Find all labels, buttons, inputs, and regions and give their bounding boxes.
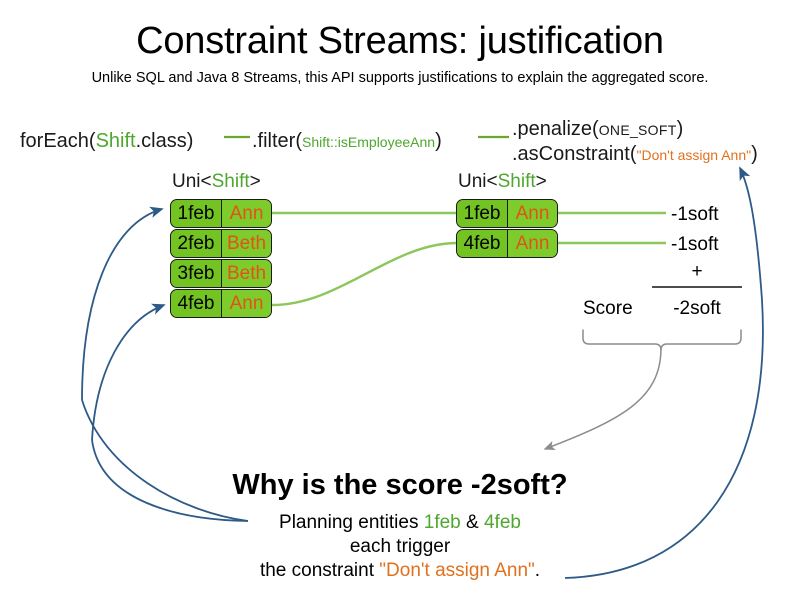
- for-each-type: Shift: [95, 130, 136, 152]
- fact-row[interactable]: 2feb Beth: [170, 229, 272, 258]
- code-filter: .filter(Shift::isEmployeeAnn): [252, 129, 442, 155]
- explanation-amp: &: [460, 512, 484, 533]
- left-uni-prefix: Uni<: [172, 171, 212, 192]
- right-uni-prefix: Uni<: [458, 171, 498, 192]
- penalize-call: .penalize(: [512, 118, 599, 140]
- score-label: Score: [583, 298, 633, 319]
- score-brace-icon: [582, 329, 742, 351]
- fact-employee: Ann: [508, 230, 557, 257]
- explanation-constraint-prefix: the constraint: [259, 560, 380, 581]
- left-stream-rows: 1feb Ann 2feb Beth 3feb Beth 4feb Ann: [170, 199, 272, 319]
- fact-date: 1feb: [171, 200, 222, 227]
- left-stream-type-label: Uni<Shift>: [172, 170, 261, 193]
- stream-connector-4feb: [271, 241, 457, 307]
- fact-row[interactable]: 3feb Beth: [170, 259, 272, 288]
- fact-row[interactable]: 1feb Ann: [170, 199, 272, 228]
- as-constraint-tail: ): [751, 143, 758, 165]
- fact-date: 2feb: [171, 230, 222, 257]
- score-divider: [652, 286, 742, 288]
- code-as-constraint: .asConstraint("Don't assign Ann"): [512, 142, 758, 168]
- as-constraint-arg: "Don't assign Ann": [636, 147, 752, 163]
- fact-row[interactable]: 4feb Ann: [456, 229, 558, 258]
- fact-date: 1feb: [457, 200, 508, 227]
- code-for-each: forEach(Shift.class): [20, 129, 193, 154]
- explanation-entity-a: 1feb: [423, 512, 461, 533]
- as-constraint-call: .asConstraint(: [512, 143, 637, 165]
- explanation-line-1: Planning entities 1feb & 4feb: [0, 511, 800, 535]
- score-operator: +: [691, 261, 703, 282]
- explanation-prefix: Planning entities: [279, 512, 424, 533]
- page-subtitle: Unlike SQL and Java 8 Streams, this API …: [91, 70, 709, 86]
- score-total: -2soft: [673, 298, 721, 319]
- justification-arrow-1feb-icon: [81, 206, 164, 401]
- penalize-tail: ): [676, 118, 684, 140]
- explanation-constraint-suffix: .: [534, 560, 541, 581]
- fact-date: 3feb: [171, 260, 222, 287]
- fact-row[interactable]: 1feb Ann: [456, 199, 558, 228]
- for-each-tail: .class): [135, 130, 194, 152]
- penalty-label: -1soft: [671, 204, 719, 225]
- explanation-constraint-name: "Don't assign Ann": [379, 560, 535, 581]
- filter-call: .filter(: [252, 130, 302, 152]
- fact-employee: Ann: [222, 290, 271, 317]
- explanation-line-3: the constraint "Don't assign Ann".: [0, 559, 800, 583]
- right-stream-rows: 1feb Ann 4feb Ann: [456, 199, 558, 259]
- right-uni-type: Shift: [497, 171, 536, 192]
- for-each-call: forEach(: [20, 130, 96, 152]
- explanation-entity-b: 4feb: [483, 512, 521, 533]
- left-uni-suffix: >: [249, 171, 261, 192]
- fact-employee: Beth: [222, 260, 271, 287]
- right-stream-type-label: Uni<Shift>: [458, 170, 547, 193]
- filter-arg: Shift::isEmployeeAnn: [302, 134, 436, 150]
- filter-tail: ): [435, 130, 442, 152]
- fact-date: 4feb: [171, 290, 222, 317]
- penalty-label: -1soft: [671, 234, 719, 255]
- fact-row[interactable]: 4feb Ann: [170, 289, 272, 318]
- left-uni-type: Shift: [211, 171, 250, 192]
- penalize-arg: ONE_SOFT: [598, 122, 677, 138]
- explanation-heading: Why is the score -2soft?: [232, 469, 568, 501]
- fact-date: 4feb: [457, 230, 508, 257]
- justification-arrow-4feb-icon: [91, 303, 166, 441]
- fact-employee: Ann: [222, 200, 271, 227]
- fact-employee: Beth: [222, 230, 271, 257]
- page-title: Constraint Streams: justification: [136, 20, 664, 62]
- fact-employee: Ann: [508, 200, 557, 227]
- code-penalize: .penalize(ONE_SOFT): [512, 117, 683, 143]
- score-explanation-arrow-icon: [543, 347, 662, 450]
- explanation-line-2: each trigger: [349, 536, 451, 557]
- right-uni-suffix: >: [535, 171, 547, 192]
